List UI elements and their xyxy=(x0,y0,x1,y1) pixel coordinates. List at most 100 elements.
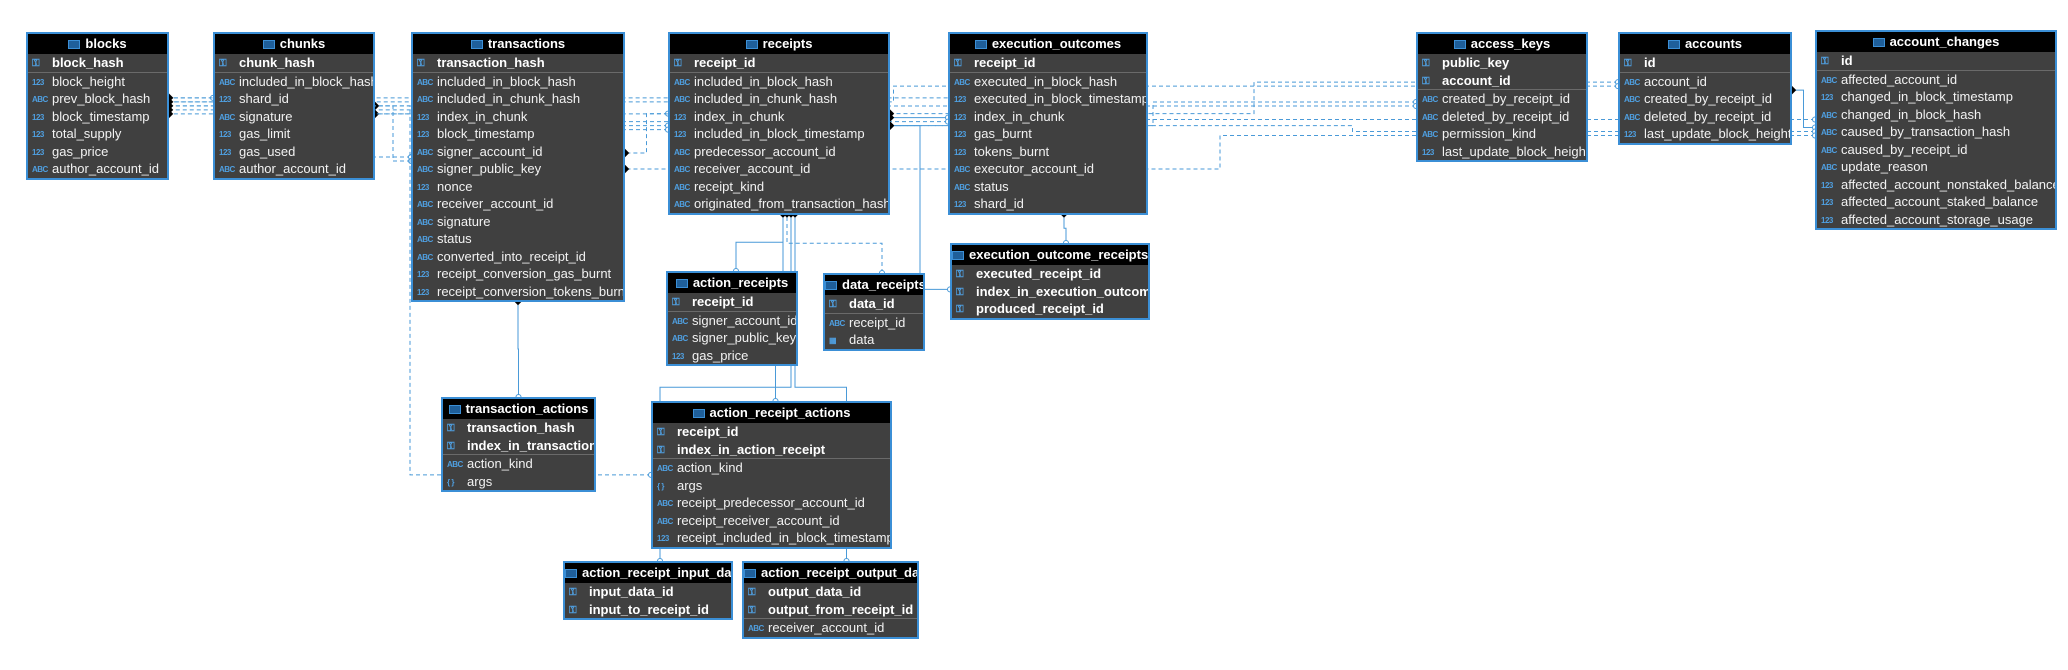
primary-key-column[interactable]: ⚿account_id xyxy=(1418,72,1586,90)
table-action-receipt-actions[interactable]: action_receipt_actions⚿receipt_id⚿index_… xyxy=(651,401,892,549)
primary-key-column[interactable]: ⚿receipt_id xyxy=(653,423,890,441)
primary-key-column[interactable]: ⚿input_data_id xyxy=(565,583,731,601)
table-action-receipt-output-data[interactable]: action_receipt_output_data⚿output_data_i… xyxy=(742,561,919,639)
column-row[interactable]: ▦data xyxy=(825,331,923,349)
table-header[interactable]: action_receipt_output_data xyxy=(744,563,917,583)
primary-key-column[interactable]: ⚿transaction_hash xyxy=(443,419,594,437)
relation-transactions-to-chunks[interactable] xyxy=(375,105,411,162)
primary-key-column[interactable]: ⚿chunk_hash xyxy=(215,54,373,72)
primary-key-column[interactable]: ⚿public_key xyxy=(1418,54,1586,72)
table-header[interactable]: action_receipts xyxy=(668,273,796,293)
column-row[interactable]: { }args xyxy=(443,473,594,491)
table-header[interactable]: accounts xyxy=(1620,34,1790,54)
primary-key-column[interactable]: ⚿output_from_receipt_id xyxy=(744,601,917,619)
table-header[interactable]: execution_outcome_receipts xyxy=(952,245,1148,265)
primary-key-column[interactable]: ⚿receipt_id xyxy=(670,54,888,72)
relation-account-changes-to-accounts[interactable] xyxy=(1792,89,1815,129)
relation-receipts-to-transactions[interactable] xyxy=(625,113,668,154)
table-transaction-actions[interactable]: transaction_actions⚿transaction_hash⚿ind… xyxy=(441,397,596,492)
table-header[interactable]: execution_outcomes xyxy=(950,34,1146,54)
table-header[interactable]: action_receipt_input_data xyxy=(565,563,731,583)
primary-key-column[interactable]: ⚿output_data_id xyxy=(744,583,917,601)
relation-action-receipts-to-receipts[interactable] xyxy=(735,213,784,272)
primary-key-column[interactable]: ⚿receipt_id xyxy=(668,293,796,311)
relation-accounts-to-blocks[interactable] xyxy=(169,85,1618,103)
table-action-receipt-input-data[interactable]: action_receipt_input_data⚿input_data_id⚿… xyxy=(563,561,733,620)
primary-key-column[interactable]: ⚿produced_receipt_id xyxy=(952,300,1148,318)
primary-key-column[interactable]: ⚿index_in_transaction xyxy=(443,437,594,455)
table-header[interactable]: data_receipts xyxy=(825,275,923,295)
table-header[interactable]: blocks xyxy=(28,34,167,54)
table-header[interactable]: transactions xyxy=(413,34,623,54)
relation-data-receipts-to-receipts[interactable] xyxy=(786,213,883,274)
primary-key-column[interactable]: ⚿block_hash xyxy=(28,54,167,72)
table-header[interactable]: account_changes xyxy=(1817,32,2055,52)
primary-key-column[interactable]: ⚿transaction_hash xyxy=(413,54,623,72)
primary-key-column[interactable]: ⚿executed_receipt_id xyxy=(952,265,1148,283)
table-header[interactable]: access_keys xyxy=(1418,34,1586,54)
relation-transaction-actions-to-transactions[interactable] xyxy=(517,301,519,397)
primary-key-column[interactable]: ⚿id xyxy=(1620,54,1790,72)
primary-key-column[interactable]: ⚿receipt_id xyxy=(950,54,1146,72)
primary-key-column[interactable]: ⚿index_in_action_receipt xyxy=(653,441,890,459)
table-header[interactable]: chunks xyxy=(215,34,373,54)
